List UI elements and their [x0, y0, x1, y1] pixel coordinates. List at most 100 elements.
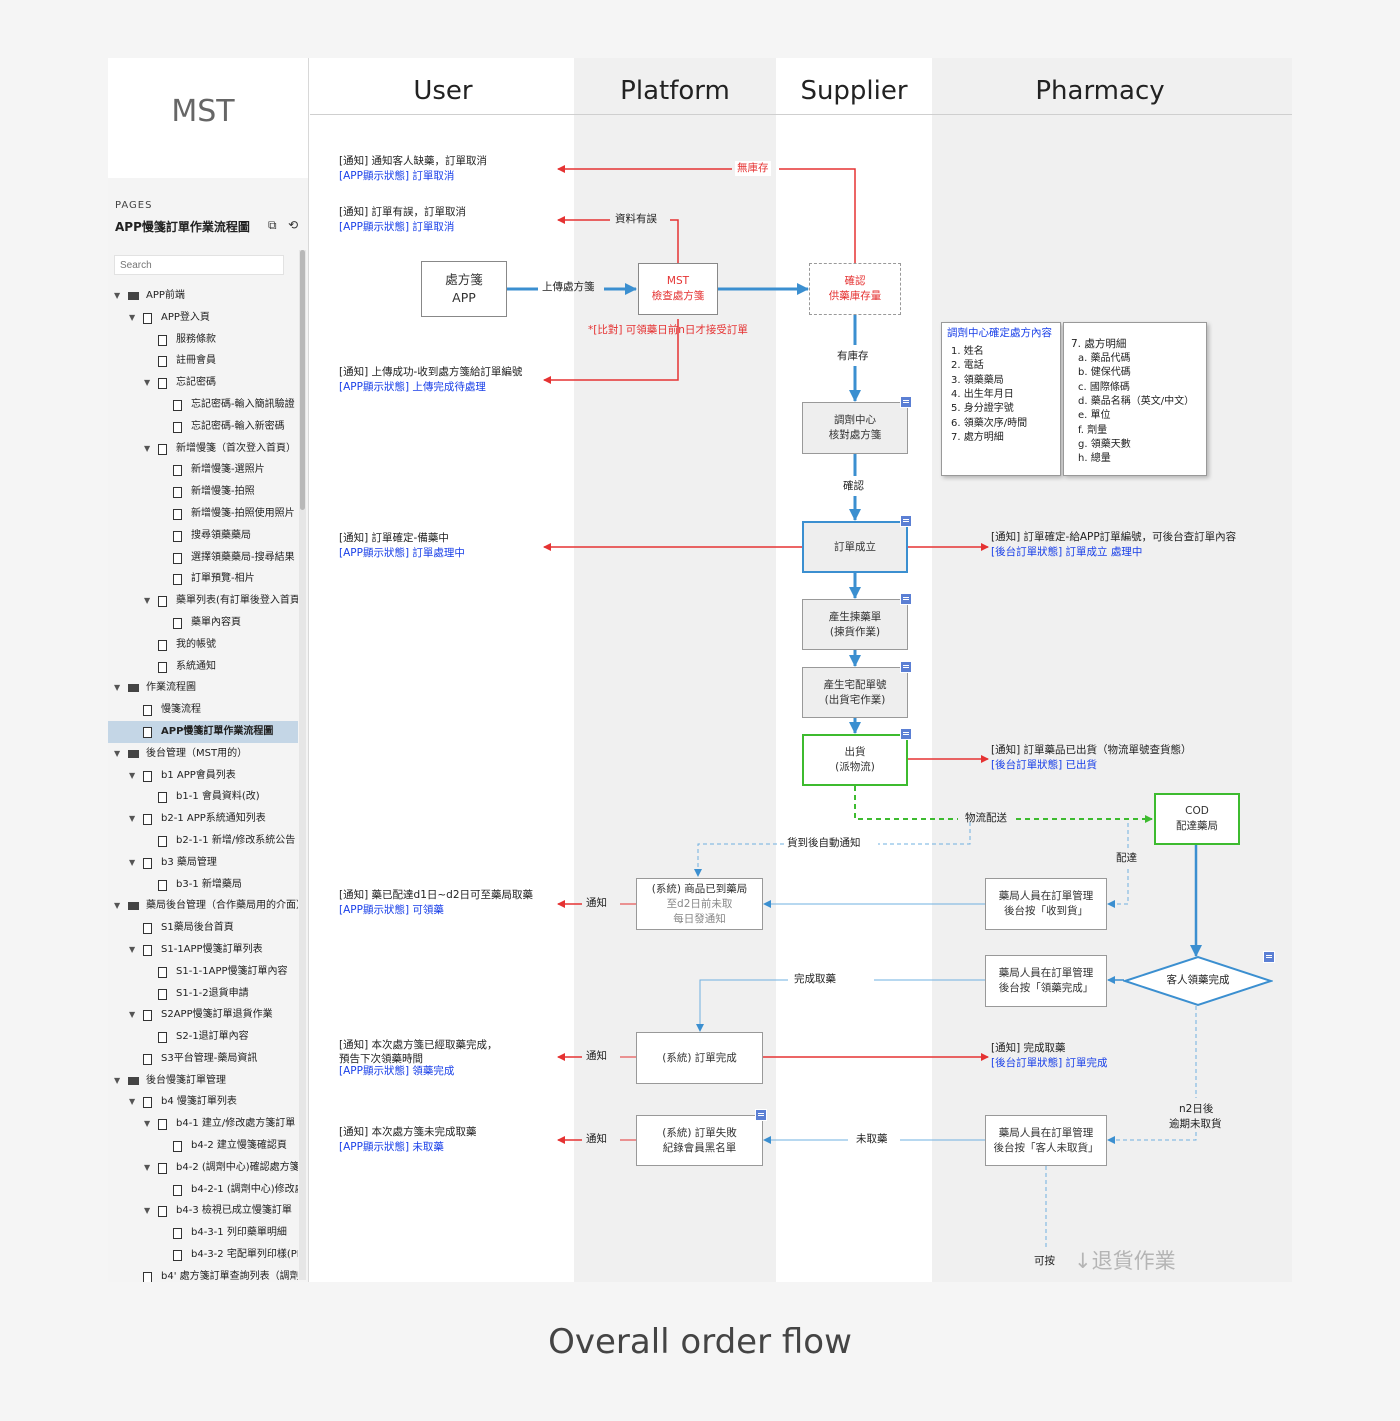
tree-item[interactable]: 註冊會員 [108, 350, 298, 372]
node-mst-check[interactable]: MST 檢查處方箋 [638, 263, 718, 315]
chevron-down-icon[interactable]: ▼ [114, 683, 121, 693]
search-input[interactable] [114, 255, 284, 275]
node-order-complete[interactable]: (系統) 訂單完成 [636, 1032, 763, 1084]
export-icon[interactable]: ⧉ [268, 218, 277, 232]
chevron-down-icon[interactable]: ▼ [114, 748, 121, 758]
note-icon-diamond[interactable] [1263, 951, 1275, 963]
tree-item[interactable]: 搜尋領藥藥局 [108, 525, 298, 547]
label-auto-notify: 貨到後自動通知 [787, 837, 861, 849]
tree-item[interactable]: ▼忘記密碼 [108, 372, 298, 394]
tree-item[interactable]: 藥單內容頁 [108, 612, 298, 634]
node-cod-delivery[interactable]: COD 配達藥局 [1154, 793, 1240, 845]
tree-item[interactable]: S1藥局後台首頁 [108, 917, 298, 939]
tree-item[interactable]: S2-1退訂單內容 [108, 1026, 298, 1048]
chevron-down-icon[interactable]: ▼ [144, 1206, 151, 1216]
chevron-down-icon[interactable]: ▼ [129, 1097, 136, 1107]
tree-item[interactable]: S1-1-2退貨申請 [108, 983, 298, 1005]
tree-item[interactable]: ▼b2-1 APP系統通知列表 [108, 808, 298, 830]
chevron-down-icon[interactable]: ▼ [144, 1119, 151, 1129]
tree-item[interactable]: b4' 處方箋訂單查詢列表（調劑） [108, 1266, 298, 1282]
tree-item[interactable]: S1-1-1APP慢箋訂單內容 [108, 961, 298, 983]
pin-icon[interactable]: ⟲ [288, 218, 299, 232]
chevron-down-icon[interactable]: ▼ [129, 857, 136, 867]
tree-item[interactable]: 忘記密碼-輸入簡訊驗證 [108, 394, 298, 416]
tree-item[interactable]: ▼ b3 藥局管理 [108, 852, 298, 874]
tree-item[interactable]: 服務條款 [108, 329, 298, 351]
tree-item[interactable]: 新增慢箋-選照片 [108, 459, 298, 481]
tree-item[interactable]: b4-3-1 列印藥單明細 [108, 1222, 298, 1244]
tree-item[interactable]: ▼作業流程圖 [108, 677, 298, 699]
node-pickup-complete[interactable]: 藥局人員在訂單管理 後台按「領藥完成」 [985, 955, 1107, 1007]
tree-item-label: 新增慢箋（首次登入首頁） [176, 442, 296, 454]
note-icon-order[interactable] [900, 515, 912, 527]
node-arrived-pharmacy[interactable]: (系統) 商品已到藥局 至d2日前未取 每日發通知 [636, 878, 763, 930]
chevron-down-icon[interactable]: ▼ [129, 770, 136, 780]
info-list-item: 7. 處方明細 [951, 431, 1004, 443]
note-icon-shipno[interactable] [900, 661, 912, 673]
tree-item[interactable]: S3平台管理-藥局資訊 [108, 1048, 298, 1070]
tree-item[interactable]: ▼S1-1APP慢箋訂單列表 [108, 939, 298, 961]
chevron-down-icon[interactable]: ▼ [129, 814, 136, 824]
tree-item[interactable]: ▼S2APP慢箋訂單退貨作業 [108, 1004, 298, 1026]
node-order-failed[interactable]: (系統) 訂單失敗 紀錄會員黑名單 [636, 1115, 763, 1166]
tree-item[interactable]: ▼ 新增慢箋（首次登入首頁） [108, 438, 298, 460]
node-received-goods[interactable]: 藥局人員在訂單管理 後台按「收到貨」 [985, 878, 1107, 930]
chevron-down-icon[interactable]: ▼ [144, 596, 151, 606]
tree-item[interactable]: b4-3-2 宅配單列印樣(PDF) [108, 1244, 298, 1266]
tree-item[interactable]: b2-1-1 新增/修改系統公告 [108, 830, 298, 852]
tree-item-label: b3 藥局管理 [161, 856, 217, 868]
node-customer-pickup-diamond[interactable] [1123, 955, 1273, 1007]
chevron-down-icon[interactable]: ▼ [114, 291, 121, 300]
sidebar-scrollbar-track[interactable] [299, 250, 306, 1280]
chevron-down-icon[interactable]: ▼ [129, 944, 136, 954]
node-arrived-pharmacy-l2: 至d2日前未取 [666, 897, 733, 910]
tree-item[interactable]: b4-2 建立慢箋確認頁 [108, 1135, 298, 1157]
tree-item[interactable]: b1-1 會員資料(改) [108, 786, 298, 808]
tree-item[interactable]: ▼藥局後台管理（合作藥局用的介面） [108, 895, 298, 917]
node-customer-not-picked[interactable]: 藥局人員在訂單管理 後台按「客人未取貨」 [985, 1115, 1107, 1166]
tree-item[interactable]: ▼b4-2 (調劑中心)確認處方箋 [108, 1157, 298, 1179]
node-pick-list[interactable]: 產生揀藥單 (揀貨作業) [802, 599, 908, 650]
chevron-down-icon[interactable]: ▼ [144, 1162, 151, 1172]
chevron-down-icon[interactable]: ▼ [144, 443, 151, 453]
tree-item[interactable]: 忘記密碼-輸入新密碼 [108, 416, 298, 438]
tree-item[interactable]: 新增慢箋-拍照使用照片 [108, 503, 298, 525]
chevron-down-icon[interactable]: ▼ [129, 312, 136, 322]
note-icon-pick[interactable] [900, 593, 912, 605]
tree-item[interactable]: 新增慢箋-拍照 [108, 481, 298, 503]
tree-item[interactable]: ▼後台管理（MST用的） [108, 743, 298, 765]
node-prescription-app-l1: 處方箋 [445, 272, 483, 287]
tree-item[interactable]: ▼b1 APP會員列表 [108, 765, 298, 787]
tree-item[interactable]: 慢箋流程 [108, 699, 298, 721]
chevron-down-icon[interactable]: ▼ [129, 1010, 136, 1020]
note-icon-failed[interactable] [755, 1109, 767, 1121]
chevron-down-icon[interactable]: ▼ [114, 901, 121, 911]
tree-item[interactable]: ▼b4 慢箋訂單列表 [108, 1091, 298, 1113]
tree-item[interactable]: APP慢箋訂單作業流程圖 [108, 720, 298, 743]
tree-item[interactable]: 選擇領藥藥局-搜尋結果 [108, 547, 298, 569]
note-icon-center[interactable] [900, 396, 912, 408]
node-prescription-app[interactable]: 處方箋 APP [421, 261, 507, 317]
node-order-established[interactable]: 訂單成立 [802, 521, 908, 573]
tree-item[interactable]: b4-2-1 (調劑中心)修改處方 [108, 1179, 298, 1201]
tree-item[interactable]: b3-1 新增藥局 [108, 874, 298, 896]
tree-item[interactable]: 我的帳號 [108, 634, 298, 656]
node-confirm-stock[interactable]: 確認 供藥庫存量 [809, 263, 901, 315]
tree-item[interactable]: ▼APP登入頁 [108, 307, 298, 329]
chevron-down-icon[interactable]: ▼ [144, 378, 151, 388]
tree-item[interactable]: ▼b4-3 檢視已成立慢箋訂單 [108, 1200, 298, 1222]
chevron-down-icon[interactable]: ▼ [114, 1075, 121, 1085]
tree-item-label: 忘記密碼-輸入簡訊驗證 [191, 398, 295, 410]
node-ship[interactable]: 出貨 (派物流) [802, 734, 908, 786]
note-icon-ship[interactable] [900, 728, 912, 740]
tree-item[interactable]: ▼APP前端 [108, 285, 298, 307]
tree-item[interactable]: ▼後台慢箋訂單管理 [108, 1070, 298, 1092]
node-dispensing-center[interactable]: 調劑中心 核對處方箋 [802, 402, 908, 454]
tree-item[interactable]: 系統通知 [108, 656, 298, 678]
tree-item[interactable]: ▼b4-1 建立/修改處方箋訂單 [108, 1113, 298, 1135]
tree-item[interactable]: 訂單預覽-相片 [108, 568, 298, 590]
sidebar-scrollbar-thumb[interactable] [300, 250, 305, 510]
node-shipping-number[interactable]: 產生宅配單號 (出貨宅作業) [802, 667, 908, 718]
tree-item[interactable]: ▼藥單列表(有訂單後登入首頁) [108, 590, 298, 612]
